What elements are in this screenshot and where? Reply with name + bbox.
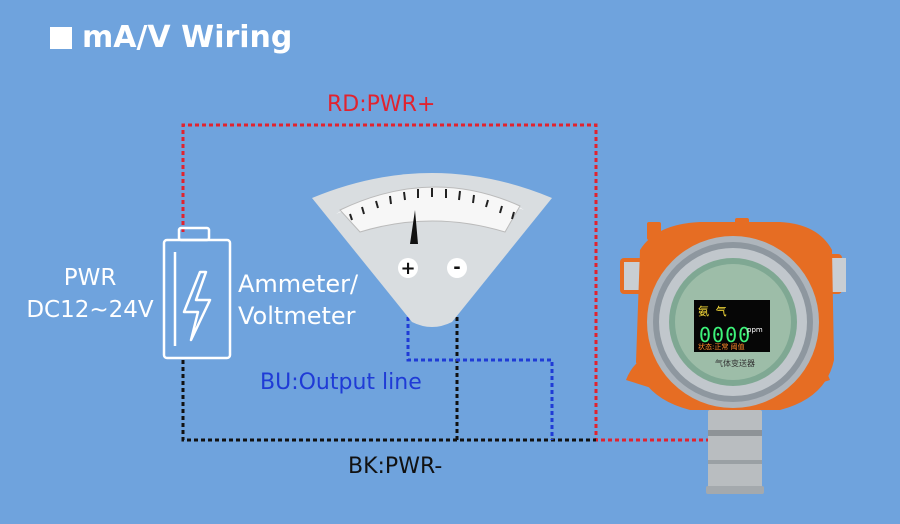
battery-icon [162, 226, 232, 360]
meter-label-line1: Ammeter/ [238, 270, 359, 298]
meter-minus-terminal [447, 258, 467, 278]
title-block: mA/V Wiring [50, 20, 292, 55]
power-label-line1: PWR [63, 265, 117, 291]
screen-status: 状态:正常 阈值 [698, 343, 745, 351]
screen-unit: ppm [747, 326, 763, 334]
meter-label: Ammeter/ Voltmeter [238, 268, 358, 332]
blue-wire [406, 282, 554, 440]
screen-gas-name: 氨 气 [698, 305, 727, 318]
meter-plus-sign: + [400, 258, 415, 279]
red-wire [181, 123, 710, 442]
page-title: mA/V Wiring [82, 20, 293, 55]
meter-icon: + - [312, 173, 552, 327]
black-wire-label: BK:PWR- [348, 454, 443, 479]
meter-plus-terminal [398, 258, 418, 278]
meter-label-line2: Voltmeter [238, 302, 356, 330]
gas-transmitter-device [620, 218, 846, 494]
power-label: PWR DC12~24V [20, 262, 160, 326]
device-caption: 气体变送器 [715, 359, 755, 368]
blue-wire-label: BU:Output line [260, 370, 422, 395]
red-wire-label: RD:PWR+ [327, 92, 436, 117]
meter-minus-sign: - [453, 257, 460, 278]
power-label-line2: DC12~24V [26, 297, 154, 323]
screen-value: 0000 [699, 323, 752, 347]
title-square-icon [50, 26, 72, 49]
